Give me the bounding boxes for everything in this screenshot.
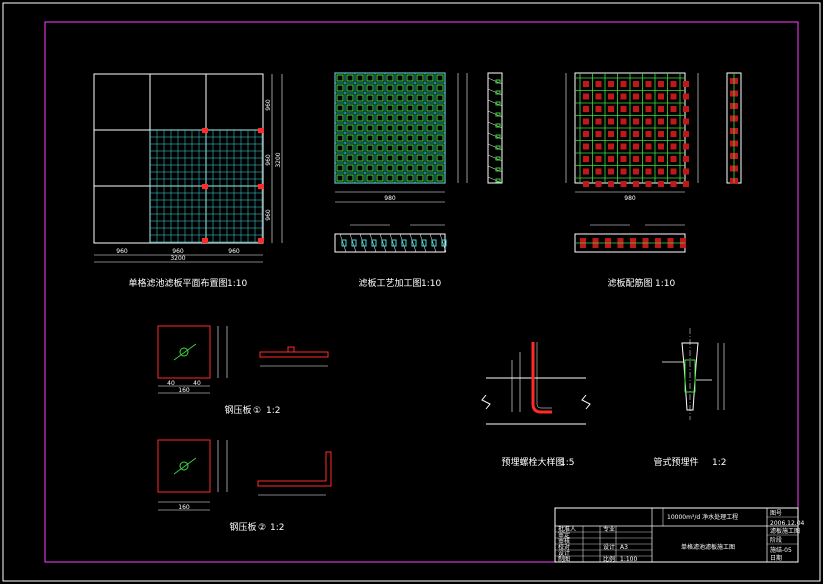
process-view: 980 滤板工艺加工图 1:10 — [334, 72, 503, 289]
rebar-grid — [575, 73, 689, 187]
plan-rdim-2: 960 — [265, 154, 272, 166]
embedded-bolt-detail: 预埋螺栓大样图 1:5 — [481, 342, 591, 468]
plan-dim-1: 960 — [116, 248, 128, 255]
process-grid — [334, 72, 446, 184]
steel-plate-a: 40 40 160 钢压板 ① 1:2 — [157, 325, 329, 416]
rebar-scale: 1:10 — [655, 279, 675, 289]
tb-mid-3: 比例 — [603, 555, 615, 563]
tb-date: 2006.12.04 — [770, 520, 805, 527]
tb-mid-1: 专业 — [603, 525, 615, 533]
tb-mid-2: 设计 — [603, 543, 615, 551]
plan-rdim-total: 3200 — [275, 152, 282, 167]
tb-project: 10000m³/d 净水处理工程 — [667, 513, 738, 521]
tb-row-1: 批准人 — [558, 525, 576, 533]
tube-embedded-part: 管式预埋件 1:2 — [653, 328, 726, 468]
plan-caption: 单格滤池滤板平面布置图 — [128, 277, 227, 289]
process-side-section — [487, 77, 503, 184]
bolt-caption: 预埋螺栓大样图 — [501, 456, 564, 468]
bolt-scale: 1:5 — [560, 458, 574, 468]
tb-right-2: 阶段 — [770, 536, 782, 544]
rebar-caption: 滤板配筋图 — [607, 277, 652, 289]
tb-right-3: 日期 — [770, 554, 782, 562]
tb-row-2: 审定 — [558, 531, 570, 539]
tb-row-3: 审核 — [558, 537, 570, 545]
plate-a-dim-w1: 40 — [167, 380, 175, 387]
process-dim: 980 — [384, 195, 396, 202]
rebar-view: 980 滤板配筋图 1:10 — [565, 72, 742, 289]
rebar-side-section — [730, 73, 738, 184]
title-block: 批准人 审定 审核 校对 设计 制图 专业 设计 比例 A3 1:100 100… — [554, 507, 805, 563]
plate-a-scale: 1:2 — [266, 406, 280, 416]
inner-frame — [44, 21, 799, 563]
plan-view: 960 960 960 3200 960 960 960 3200 单格滤池滤板… — [93, 73, 283, 289]
tb-right-1: 图号 — [770, 510, 782, 517]
rebar-dim: 980 — [624, 195, 636, 202]
plan-rdim-3: 960 — [265, 209, 272, 221]
plate-a-dim-total: 160 — [178, 387, 190, 394]
plate-b-caption: 钢压板 — [229, 521, 256, 533]
plate-a-dim-w2: 40 — [193, 380, 201, 387]
tb-row-6: 制图 — [558, 555, 570, 563]
tb-row-4: 校对 — [558, 543, 570, 551]
process-scale: 1:10 — [421, 279, 441, 289]
process-strip-section — [339, 233, 447, 253]
rebar-strip-section — [575, 238, 686, 248]
plan-scale: 1:10 — [227, 279, 247, 289]
steel-plate-b: 160 钢压板 ② 1:2 — [157, 439, 332, 533]
nozzle-scale: 1:2 — [712, 458, 726, 468]
plate-b-scale: 1:2 — [270, 523, 284, 533]
tb-sheet-size: A3 — [620, 544, 628, 551]
plan-rdim-1: 960 — [265, 99, 272, 111]
plan-dim-3: 960 — [228, 248, 240, 255]
tb-row-5: 设计 — [558, 549, 570, 557]
plate-b-mark: ② — [258, 523, 266, 533]
nozzle-caption: 管式预埋件 — [653, 456, 698, 468]
plate-a-caption: 钢压板 — [224, 404, 251, 416]
tb-drawing-title: 滤板施工图 — [770, 527, 800, 535]
plan-dim-2: 960 — [172, 248, 184, 255]
tb-scale: 1:100 — [620, 556, 637, 563]
tb-drawing-no: 施结-05 — [770, 546, 792, 554]
process-caption: 滤板工艺加工图 — [358, 277, 421, 289]
plan-dim-total: 3200 — [170, 255, 185, 262]
tb-sheet-name: 单格滤池滤板施工图 — [681, 543, 735, 551]
plate-b-dim-total: 160 — [178, 504, 190, 511]
plate-a-mark: ① — [253, 406, 261, 416]
